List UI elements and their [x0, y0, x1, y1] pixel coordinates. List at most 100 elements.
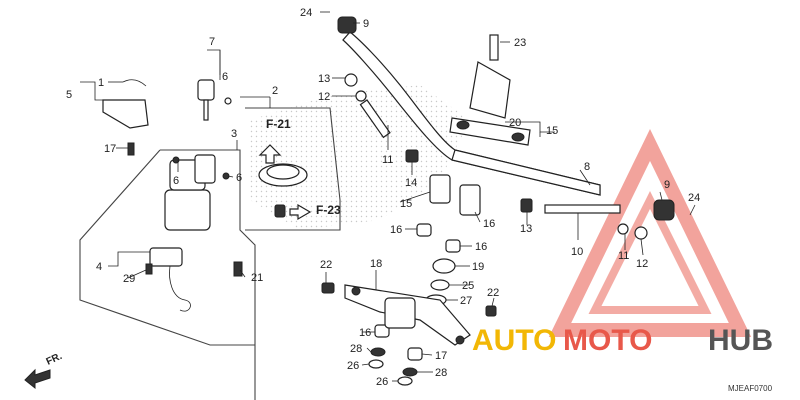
- fuel-cap-bolt: [274, 204, 286, 218]
- ref-label-f23: F-23: [316, 203, 341, 217]
- callout-8: 8: [584, 161, 590, 173]
- callout-24-right: 24: [688, 192, 700, 204]
- callout-15-left: 15: [400, 198, 412, 210]
- callout-15-right: 16: [483, 218, 495, 230]
- arrow-f21: [258, 144, 282, 164]
- collar-11-right: [634, 226, 648, 240]
- handlebar-holder: [449, 61, 531, 146]
- callout-6-top: 6: [222, 71, 228, 83]
- callout-27: 27: [460, 295, 472, 307]
- callout-21: 21: [251, 272, 263, 284]
- callout-labels: 24 9 23 7 6 2 1 5 13 12 11 14 20 15 8 9 …: [66, 7, 700, 388]
- callout-29: 29: [123, 273, 135, 285]
- callout-5: 5: [66, 89, 72, 101]
- rubber-16-a: [416, 223, 432, 237]
- callout-9-right: 9: [664, 179, 670, 191]
- bolt-17: [127, 142, 135, 156]
- callout-25: 25: [462, 280, 474, 292]
- callout-4: 4: [96, 261, 102, 273]
- callout-16-d: 17: [435, 350, 447, 362]
- callout-2: 2: [272, 85, 278, 97]
- ignition-group-frame: [160, 149, 256, 400]
- bolt-22-right: [485, 305, 497, 317]
- watermark-triangle: [548, 128, 752, 337]
- bar-end-weight-top: [337, 16, 357, 34]
- nut-13-right: [520, 198, 533, 213]
- bolt-22-left: [321, 282, 335, 294]
- collar-12-top: [355, 90, 367, 102]
- watermark-part-1: AUTO: [472, 324, 556, 357]
- connector-harness: [145, 247, 191, 312]
- bolt-21: [233, 261, 243, 277]
- front-label: FR.: [45, 351, 64, 368]
- callout-19: 19: [472, 261, 484, 273]
- callout-12-top: 12: [318, 91, 330, 103]
- leader-lines: [80, 11, 696, 382]
- callout-6-left: 6: [173, 175, 179, 187]
- callout-13-right: 13: [520, 223, 532, 235]
- collar-11-top: [344, 73, 358, 87]
- callout-6-right: 6: [236, 172, 242, 184]
- ignition-switch: [164, 154, 230, 231]
- callout-3: 3: [231, 128, 237, 140]
- bar-end-weight-right: [653, 199, 675, 221]
- collar-6-top: [224, 97, 232, 105]
- switch-cover-5: [102, 99, 149, 129]
- callout-20: 20: [509, 117, 521, 129]
- ignition-group-frame-left: [79, 149, 255, 346]
- callout-17: 17: [104, 143, 116, 155]
- nut-13-left: [405, 149, 419, 163]
- fuel-cap-group-frame: [245, 107, 341, 231]
- diagram-code: MJEAF0700: [728, 384, 773, 393]
- callout-28-left: 28: [350, 343, 362, 355]
- callout-22-left: 22: [320, 259, 332, 271]
- nut-28-right: [402, 367, 418, 377]
- nut-26-right: [397, 376, 413, 386]
- callout-16-b: 16: [475, 241, 487, 253]
- watermark-text: AUTO MOTO HUB: [472, 324, 773, 357]
- callout-16-c: 16: [359, 327, 371, 339]
- callout-13-left: 14: [405, 177, 417, 189]
- washer-25: [430, 279, 450, 291]
- bolt-23: [489, 34, 499, 61]
- callout-1: 1: [98, 77, 104, 89]
- callout-28-right: 28: [435, 367, 447, 379]
- callout-10-left: 11: [382, 154, 393, 166]
- callout-26-right: 26: [376, 376, 388, 388]
- callout-26-left: 26: [347, 360, 359, 372]
- callout-18: 18: [370, 258, 382, 270]
- collar-19: [432, 258, 456, 274]
- weight-rod-right: [544, 204, 621, 214]
- callout-24-top: 24: [300, 7, 312, 19]
- callout-22-right: 22: [487, 287, 499, 299]
- rubber-16-b: [445, 239, 461, 253]
- top-bridge: [344, 284, 471, 346]
- clip-1: [122, 79, 147, 87]
- callout-11-top: 13: [318, 73, 330, 85]
- handlebar: [342, 31, 601, 196]
- arrow-f23: [289, 203, 312, 221]
- nut-28-left: [370, 347, 386, 357]
- nut-26-left: [368, 359, 384, 369]
- callout-9-top: 9: [363, 18, 369, 30]
- lower-holder-right: [459, 184, 481, 216]
- lower-holder-left: [429, 174, 451, 204]
- callout-16-a: 16: [390, 224, 402, 236]
- front-arrow-icon: [24, 368, 51, 390]
- callout-12-right: 11: [618, 250, 629, 262]
- callout-7: 7: [209, 36, 215, 48]
- watermark-part-3: HUB: [708, 324, 773, 357]
- key-7: [197, 79, 215, 121]
- ref-label-f21: F-21: [266, 117, 291, 131]
- callout-10-right: 10: [571, 246, 583, 258]
- callout-23: 23: [514, 37, 526, 49]
- collar-12-right: [617, 223, 629, 235]
- rubber-16-c: [374, 324, 390, 338]
- weight-rod-left: [359, 99, 391, 139]
- watermark-part-2: MOTO: [563, 324, 652, 357]
- callout-14: 15: [546, 125, 558, 137]
- rubber-16-d: [407, 347, 423, 361]
- callout-11-right: 12: [636, 258, 648, 270]
- fuel-cap: [258, 163, 308, 187]
